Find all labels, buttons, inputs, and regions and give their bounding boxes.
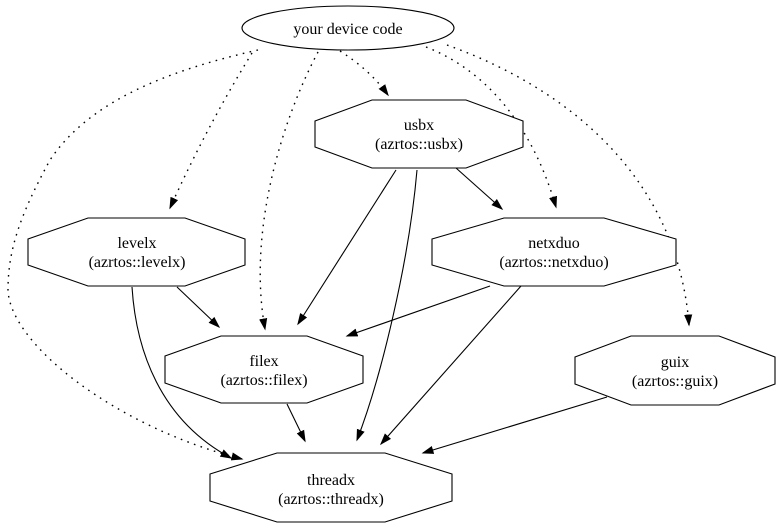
edges [7, 44, 693, 461]
edge-device-code-levelx [169, 52, 253, 210]
device-code-label: your device code [293, 21, 402, 38]
node-levelx: levelx (azrtos::levelx) [27, 217, 246, 287]
usbx-sublabel: (azrtos::usbx) [375, 136, 463, 153]
edge-levelx-threadx [131, 286, 233, 459]
guix-label: guix [661, 354, 689, 371]
filex-octagon [164, 335, 364, 404]
nodes: your device code usbx (azrtos::usbx) lev… [27, 5, 776, 523]
levelx-octagon [27, 217, 246, 287]
threadx-sublabel: (azrtos::threadx) [278, 491, 384, 508]
edge-levelx-filex [176, 286, 221, 329]
node-usbx: usbx (azrtos::usbx) [314, 99, 524, 169]
edge-device-code-usbx [339, 50, 389, 97]
filex-sublabel: (azrtos::filex) [220, 372, 307, 389]
guix-sublabel: (azrtos::guix) [632, 373, 718, 390]
edge-usbx-netxduo [455, 167, 504, 210]
levelx-sublabel: (azrtos::levelx) [89, 254, 186, 271]
edge-usbx-threadx [356, 169, 418, 442]
node-your-device-code: your device code [241, 5, 455, 51]
node-guix: guix (azrtos::guix) [574, 335, 776, 406]
netxduo-label: netxduo [528, 235, 580, 252]
netxduo-octagon [431, 217, 677, 287]
edge-usbx-filex [297, 169, 397, 326]
node-filex: filex (azrtos::filex) [164, 335, 364, 404]
threadx-label: threadx [307, 472, 355, 489]
threadx-octagon [209, 452, 453, 523]
device-code-ellipse [241, 5, 455, 51]
edge-guix-threadx [421, 396, 608, 454]
edge-netxduo-filex [345, 285, 491, 337]
netxduo-sublabel: (azrtos::netxduo) [499, 254, 608, 271]
levelx-label: levelx [117, 235, 156, 252]
edge-device-code-filex [259, 51, 319, 331]
node-netxduo: netxduo (azrtos::netxduo) [431, 217, 677, 287]
filex-label: filex [249, 353, 278, 370]
node-threadx: threadx (azrtos::threadx) [209, 452, 453, 523]
edge-filex-threadx [286, 403, 306, 443]
edge-netxduo-threadx [380, 285, 522, 446]
guix-octagon [574, 335, 776, 406]
edge-device-code-threadx [7, 49, 259, 461]
usbx-octagon [314, 99, 524, 169]
usbx-label: usbx [404, 117, 434, 134]
